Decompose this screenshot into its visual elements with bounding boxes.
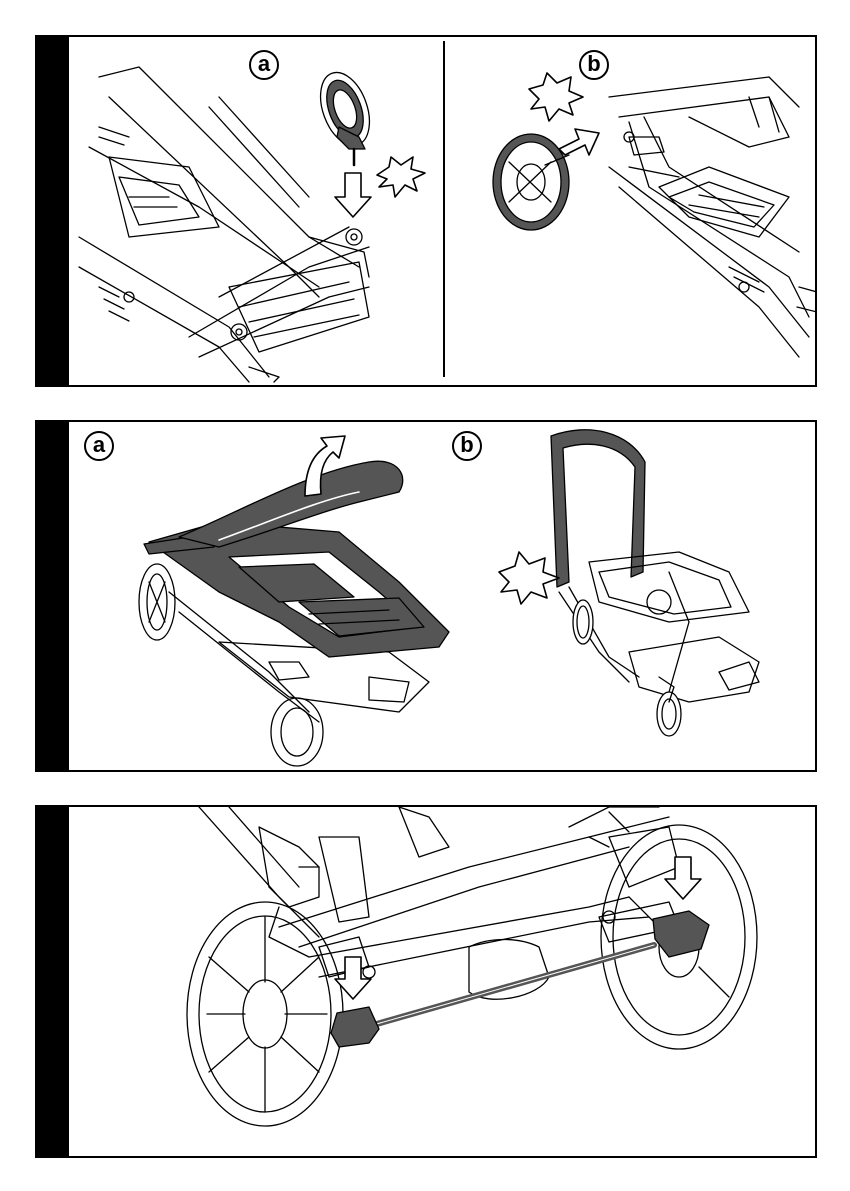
down-arrow-icon xyxy=(335,173,371,217)
click-burst-icon xyxy=(377,157,425,197)
illustration-step-2 xyxy=(69,422,817,770)
step-panel-2: a b xyxy=(35,420,817,772)
step-label-a: a xyxy=(249,50,279,80)
stroller-chassis-b xyxy=(551,430,759,736)
down-arrow-icon xyxy=(335,957,371,999)
front-wheel-a xyxy=(311,66,378,165)
panel-divider xyxy=(443,41,445,377)
step-tab-1 xyxy=(37,37,69,385)
stroller-frame-left xyxy=(79,67,369,382)
step-panel-3 xyxy=(35,805,817,1158)
click-burst-icon xyxy=(529,73,583,121)
illustration-step-3 xyxy=(69,807,817,1156)
click-burst-icon xyxy=(499,552,559,604)
front-wheel-b xyxy=(493,134,569,230)
rear-axle-frame xyxy=(199,807,679,999)
step-label-b: b xyxy=(579,50,609,80)
stroller-chassis-a xyxy=(139,461,449,766)
step-tab-3 xyxy=(37,807,69,1156)
down-arrow-icon xyxy=(665,857,701,899)
right-arrow-icon xyxy=(559,129,599,155)
stroller-frame-right xyxy=(609,77,817,357)
step-panel-1: a b xyxy=(35,35,817,387)
step-tab-2 xyxy=(37,422,69,770)
step-label-b: b xyxy=(452,431,482,461)
rear-wheel-left xyxy=(187,902,343,1126)
step-label-a: a xyxy=(84,431,114,461)
